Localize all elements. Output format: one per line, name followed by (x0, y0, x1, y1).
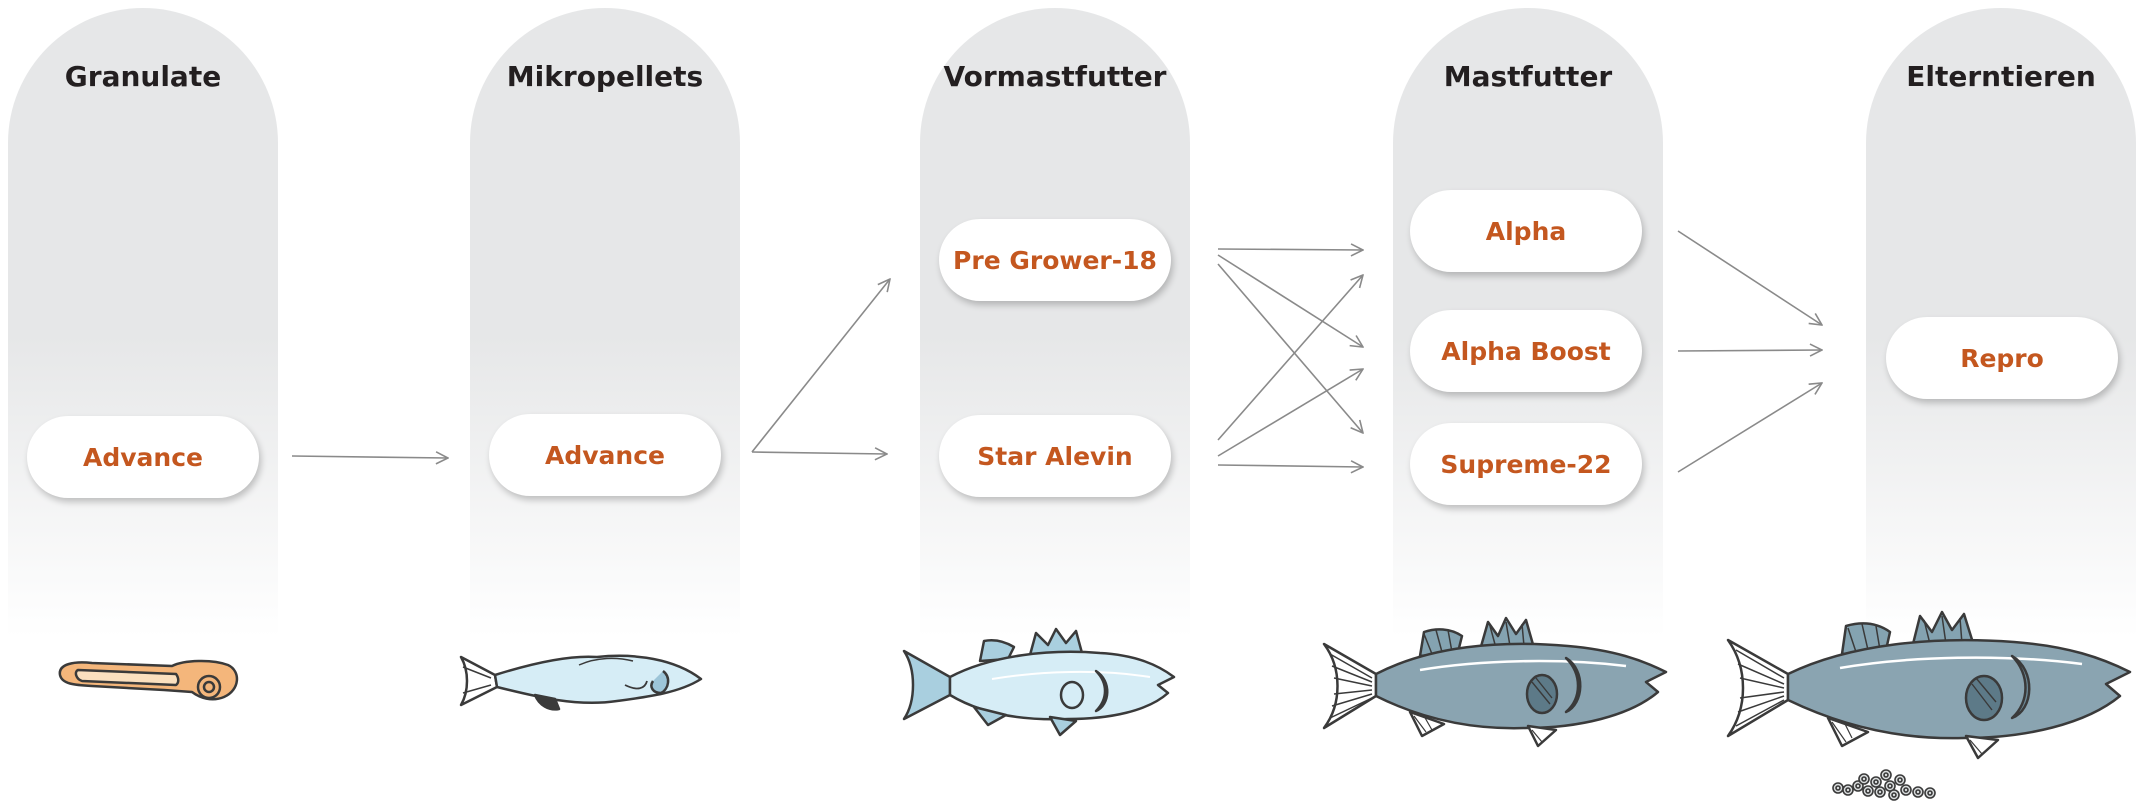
juvenile-fish-icon (902, 627, 1176, 737)
broodstock-fish-icon (1726, 610, 2132, 760)
arrow-star-alevin-to-alpha (1217, 275, 1363, 441)
arrow-alpha-boost-to-repro (1677, 350, 1822, 351)
arrow-pre-grower-to-supreme (1217, 263, 1363, 433)
stage-title: Vormastfutter (943, 60, 1167, 93)
arrow-alpha-to-repro (1677, 230, 1822, 325)
product-pre-grower-18: Pre Grower-18 (939, 219, 1171, 301)
stage-column-granulate: Granulate (8, 8, 278, 638)
stage-column-mikropellets: Mikropellets (470, 8, 740, 638)
product-alpha-boost: Alpha Boost (1410, 310, 1642, 392)
product-repro: Repro (1886, 317, 2118, 399)
product-supreme-22: Supreme-22 (1410, 423, 1642, 505)
grower-fish-icon (1322, 616, 1668, 748)
arrow-star-alevin-to-alpha-boost (1217, 369, 1363, 457)
product-alpha: Alpha (1410, 190, 1642, 272)
eggs-icon (1832, 769, 1936, 801)
larva-icon (58, 659, 239, 701)
fry-icon (459, 654, 703, 711)
arrow-pre-grower-to-alpha-boost (1217, 254, 1363, 347)
arrow-mikropellets-to-pre-grower (751, 279, 890, 453)
stage-title: Elterntieren (1906, 60, 2096, 93)
arrow-mikropellets-to-star-alevin (751, 452, 887, 454)
stage-title: Granulate (64, 60, 222, 93)
stage-column-vormastfutter: Vormastfutter (920, 8, 1190, 638)
stage-title: Mastfutter (1443, 60, 1613, 93)
arrow-granulate-to-mikropellets (291, 456, 448, 458)
stage-title: Mikropellets (506, 60, 704, 93)
product-star-alevin: Star Alevin (939, 415, 1171, 497)
arrow-supreme-to-repro (1677, 383, 1822, 473)
product-advance-granulate: Advance (27, 416, 259, 498)
product-advance-mikropellets: Advance (489, 414, 721, 496)
arrow-pre-grower-to-alpha (1217, 249, 1363, 250)
arrow-star-alevin-to-supreme (1217, 465, 1363, 467)
